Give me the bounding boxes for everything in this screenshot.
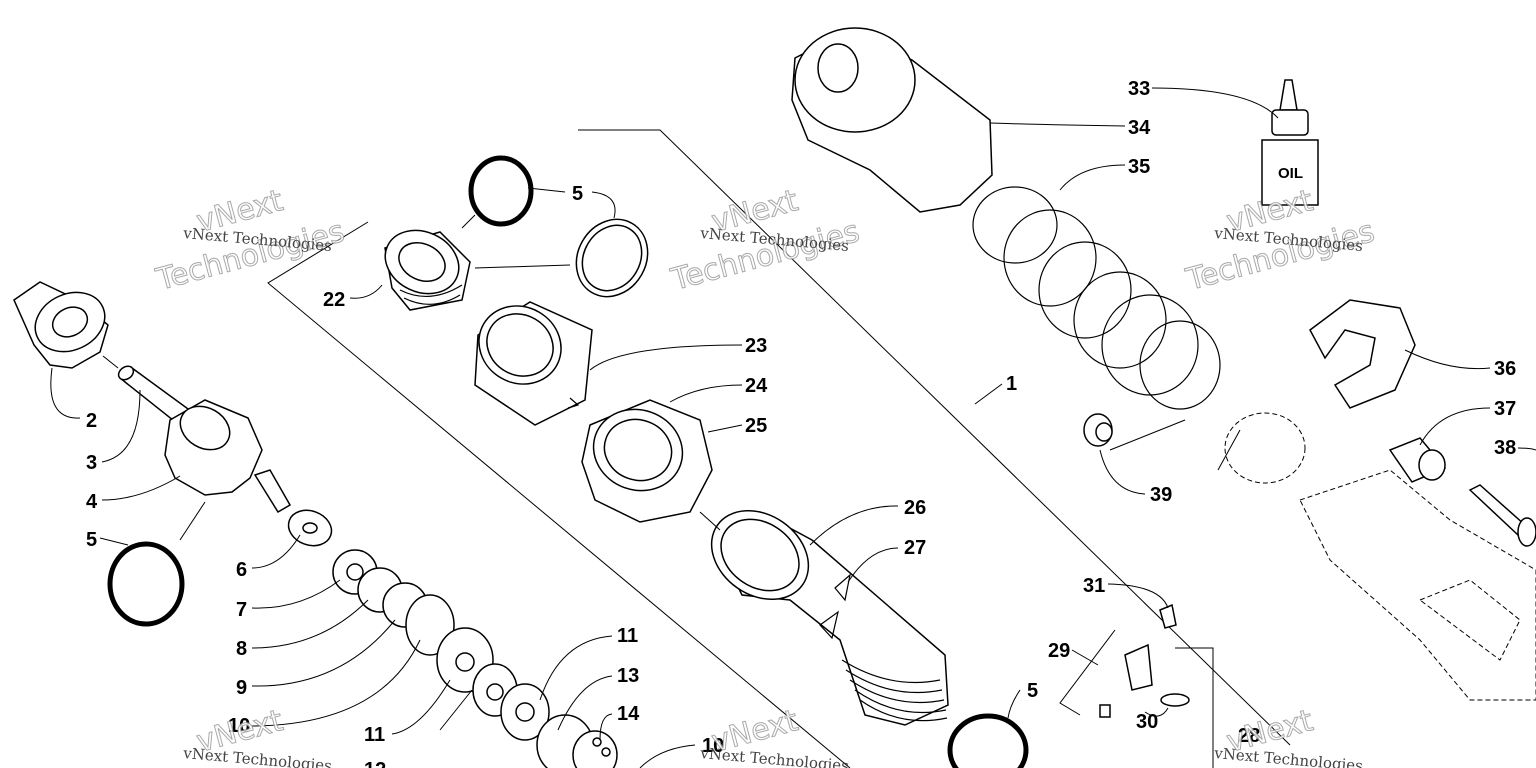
assembled-shock-ghost — [1224, 412, 1536, 701]
watermark-2: vNext Technologies vNext Technologies — [667, 183, 864, 299]
o-ring-top — [468, 155, 534, 227]
shock-body — [710, 509, 949, 726]
reservoir-cap — [791, 27, 993, 213]
callout-24: 24 — [745, 375, 768, 397]
o-ring-left — [107, 541, 185, 627]
callout-39: 39 — [1150, 484, 1172, 506]
callout-29: 29 — [1048, 640, 1070, 662]
callout-10b: 10 — [702, 735, 724, 757]
callout-25: 25 — [745, 415, 767, 437]
valve-parts — [1099, 603, 1190, 718]
spanner-nut — [581, 399, 713, 523]
callout-12: 12 — [364, 759, 386, 768]
assembly-brackets — [267, 129, 1291, 768]
callout-9: 9 — [236, 677, 247, 699]
body-threads — [841, 659, 948, 722]
sleeve — [474, 301, 593, 426]
watermark-4: vNext vNext Technologies — [182, 703, 333, 768]
callout-10: 10 — [228, 715, 250, 737]
callout-37: 37 — [1494, 398, 1516, 420]
callouts: 1 2 3 4 5 5 5 6 7 8 9 10 10 11 11 12 13 … — [86, 78, 1516, 768]
svg-text:vNext Technologies: vNext Technologies — [699, 744, 850, 768]
spring-retainer — [1309, 299, 1416, 409]
watermark-5: vNext vNext Technologies — [699, 703, 850, 768]
callout-13: 13 — [617, 665, 639, 687]
coil-spring — [972, 186, 1221, 410]
callout-22: 22 — [323, 289, 345, 311]
callout-33: 33 — [1128, 78, 1150, 100]
watermark-1: vNext Technologies vNext Technologies — [152, 183, 349, 299]
callout-23: 23 — [745, 335, 767, 357]
callout-11: 11 — [617, 625, 638, 647]
callout-26: 26 — [904, 497, 926, 519]
callout-5-bottom: 5 — [1027, 680, 1038, 702]
oil-bottle: OIL — [1261, 79, 1319, 206]
callout-6: 6 — [236, 559, 247, 581]
callout-28: 28 — [1238, 725, 1260, 747]
watermarks: vNext Technologies vNext Technologies vN… — [152, 183, 1379, 768]
callout-30: 30 — [1136, 711, 1158, 733]
callout-3: 3 — [86, 452, 97, 474]
svg-text:vNext Technologies: vNext Technologies — [1213, 744, 1364, 768]
callout-36: 36 — [1494, 358, 1516, 380]
callout-2: 2 — [86, 410, 97, 432]
piston-head — [384, 229, 471, 311]
bushing-37 — [1388, 437, 1447, 483]
callout-1: 1 — [1006, 373, 1017, 395]
callout-4: 4 — [86, 491, 98, 513]
wear-band — [575, 218, 649, 298]
watermark-6: vNext vNext Technologies — [1213, 703, 1364, 768]
bolt-38 — [1468, 484, 1536, 547]
watermark-3: vNext Technologies vNext Technologies — [1182, 183, 1379, 299]
callout-14: 14 — [617, 703, 640, 725]
shim-stack — [287, 509, 618, 768]
callout-7: 7 — [236, 599, 247, 621]
callout-31: 31 — [1083, 575, 1105, 597]
callout-38: 38 — [1494, 437, 1516, 459]
leader-lines — [50, 87, 1536, 768]
callout-34: 34 — [1128, 117, 1151, 139]
callout-5-left: 5 — [86, 529, 97, 551]
callout-5-top: 5 — [572, 183, 583, 205]
oil-label: OIL — [1278, 165, 1303, 182]
o-ring-bottom — [947, 713, 1029, 768]
callout-35: 35 — [1128, 156, 1150, 178]
callout-11b: 11 — [364, 724, 385, 746]
callout-8: 8 — [236, 638, 247, 660]
nut-39 — [1083, 413, 1113, 447]
eyelet-bushing — [13, 281, 109, 369]
callout-27: 27 — [904, 537, 926, 559]
shaft-and-cap — [117, 365, 292, 514]
svg-text:vNext Technologies: vNext Technologies — [182, 744, 333, 768]
